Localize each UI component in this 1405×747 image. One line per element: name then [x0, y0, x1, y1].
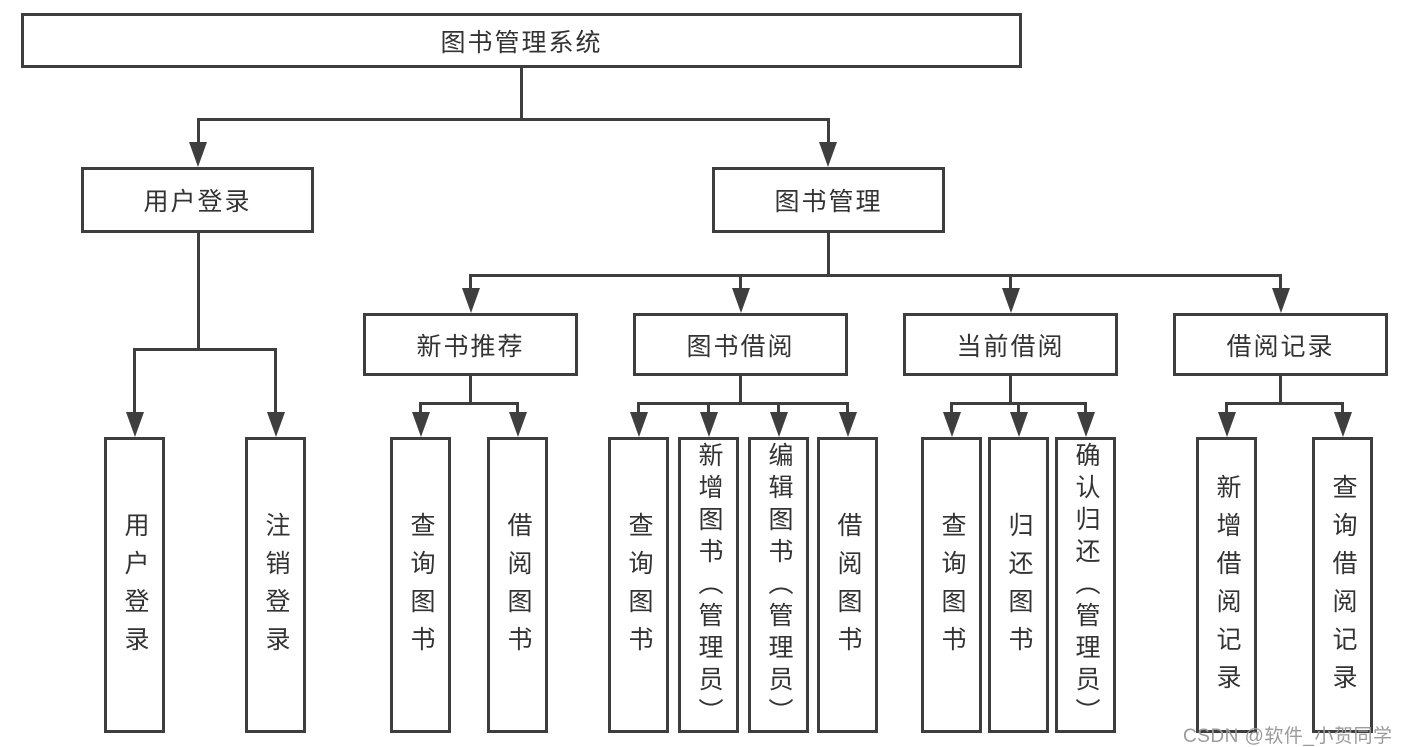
leaf-return-books: 归还图书	[988, 437, 1049, 733]
connector-borrow-records-hbar	[1225, 402, 1343, 405]
leaf-borrow-books-2: 借阅图书	[817, 437, 878, 733]
node-borrow-records: 借阅记录	[1173, 313, 1388, 376]
leaf-query-books-3: 查询图书	[921, 437, 982, 733]
arrowhead-down-icon	[629, 412, 648, 437]
arrowhead-down-icon	[731, 288, 750, 313]
arrowhead-down-icon	[1001, 288, 1020, 313]
connector-leaf-shaft	[419, 402, 422, 416]
connector-book-management-stem	[826, 233, 830, 277]
leaf-confirm-return-admin: 确认归还（管理员）	[1055, 437, 1116, 733]
connector-leaf-shaft	[637, 402, 640, 416]
arrowhead-down-icon	[508, 412, 527, 437]
node-current-borrow: 当前借阅	[903, 313, 1118, 376]
leaf-edit-books-admin-label: 编辑图书（管理员）	[765, 442, 793, 730]
connector-level3-shaft	[1009, 274, 1012, 290]
connector-leaf-shaft	[846, 402, 849, 416]
leaf-borrow-books-1: 借阅图书	[487, 437, 548, 733]
connector-root-stem	[519, 68, 523, 121]
node-book-management-label: 图书管理	[774, 188, 883, 216]
arrowhead-down-icon	[461, 288, 480, 313]
connector-new-book-hbar	[419, 402, 519, 405]
leaf-query-borrow-record: 查询借阅记录	[1312, 437, 1373, 733]
leaf-add-borrow-record: 新增借阅记录	[1196, 437, 1257, 733]
arrowhead-down-icon	[819, 142, 837, 167]
node-book-management: 图书管理	[712, 167, 945, 233]
leaf-add-books-admin-label: 新增图书（管理员）	[695, 442, 723, 730]
leaf-user-login: 用户登录	[104, 437, 165, 733]
connector-book-borrow-hbar	[637, 402, 849, 405]
connector-current-borrow-stem	[1009, 376, 1012, 405]
arrowhead-down-icon	[189, 142, 207, 167]
arrowhead-down-icon	[1271, 288, 1290, 313]
node-new-book-recommend-label: 新书推荐	[416, 332, 525, 361]
node-borrow-records-label: 借阅记录	[1226, 332, 1335, 361]
connector-user-login-stem	[196, 233, 200, 350]
csdn-watermark: CSDN @软件_小贺同学	[1183, 726, 1393, 747]
arrowhead-down-icon	[1076, 412, 1095, 437]
arrowhead-down-icon	[1009, 412, 1028, 437]
connector-leaf-shaft	[950, 402, 953, 416]
connector-leaf-shaft	[1017, 402, 1020, 416]
node-book-borrow-label: 图书借阅	[686, 332, 795, 361]
connector-borrow-records-stem	[1279, 376, 1282, 405]
arrowhead-down-icon	[1333, 412, 1352, 437]
arrowhead-down-icon	[769, 412, 788, 437]
leaf-query-books-2-label: 查询图书	[625, 512, 653, 664]
leaf-user-login-label: 用户登录	[121, 512, 149, 664]
connector-leaf-shaft	[707, 402, 710, 416]
connector-user-login-shaft	[196, 118, 200, 144]
connector-book-management-shaft	[826, 118, 830, 144]
arrowhead-down-icon	[125, 412, 144, 437]
leaf-logout-label: 注销登录	[262, 512, 290, 664]
node-book-borrow: 图书借阅	[633, 313, 848, 376]
leaf-borrow-books-2-label: 借阅图书	[834, 512, 862, 664]
connector-leaf-shaft	[777, 402, 780, 416]
leaf-return-books-label: 归还图书	[1005, 512, 1033, 664]
connector-leaf-shaft	[1225, 402, 1228, 416]
node-root-label: 图书管理系统	[440, 28, 603, 57]
connector-level2-hbar	[196, 118, 830, 121]
leaf-query-books-1-label: 查询图书	[407, 512, 435, 664]
leaf-add-books-admin: 新增图书（管理员）	[678, 437, 739, 733]
leaf-borrow-books-1-label: 借阅图书	[504, 512, 532, 664]
connector-new-book-stem	[469, 376, 472, 405]
leaf-query-books-2: 查询图书	[608, 437, 669, 733]
connector-level3-shaft	[469, 274, 472, 290]
node-current-borrow-label: 当前借阅	[956, 332, 1065, 361]
connector-leaf-shaft	[516, 402, 519, 416]
leaf-add-borrow-record-label: 新增借阅记录	[1213, 474, 1241, 702]
leaf-query-borrow-record-label: 查询借阅记录	[1329, 474, 1357, 702]
connector-level3-shaft	[739, 274, 742, 290]
node-root: 图书管理系统	[21, 13, 1022, 68]
connector-level3-hbar	[469, 274, 1282, 277]
connector-leaf-shaft	[1341, 402, 1344, 416]
connector-book-borrow-stem	[739, 376, 742, 405]
arrowhead-down-icon	[699, 412, 718, 437]
connector-leaf-shaft	[274, 348, 277, 414]
leaf-query-books-1: 查询图书	[390, 437, 451, 733]
arrowhead-down-icon	[1217, 412, 1236, 437]
arrowhead-down-icon	[266, 412, 285, 437]
connector-leaf-shaft	[1084, 402, 1087, 416]
leaf-query-books-3-label: 查询图书	[938, 512, 966, 664]
connector-leaf-shaft	[133, 348, 136, 414]
arrowhead-down-icon	[838, 412, 857, 437]
arrowhead-down-icon	[411, 412, 430, 437]
leaf-edit-books-admin: 编辑图书（管理员）	[748, 437, 809, 733]
leaf-logout: 注销登录	[245, 437, 306, 733]
arrowhead-down-icon	[942, 412, 961, 437]
connector-user-login-hbar	[133, 348, 277, 351]
node-user-login: 用户登录	[81, 167, 314, 233]
leaf-confirm-return-admin-label: 确认归还（管理员）	[1072, 442, 1100, 730]
connector-level3-shaft	[1279, 274, 1282, 290]
node-new-book-recommend: 新书推荐	[363, 313, 578, 376]
node-user-login-label: 用户登录	[143, 188, 252, 216]
